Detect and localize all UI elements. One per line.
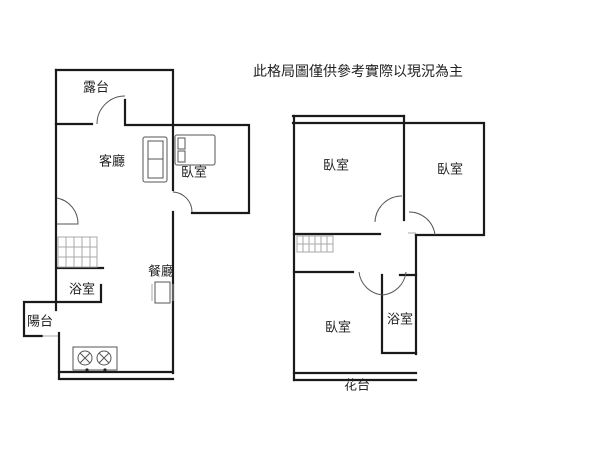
room-label-balcony: 陽台 [27,315,53,330]
lower-floor-plan: 露台 客廳 臥室 餐廳 浴室 陽台 [22,68,251,381]
upper-walls [291,114,486,382]
room-label-living-room: 客廳 [99,154,125,170]
room-label-bedroom-a: 臥室 [323,158,349,174]
stairs-icon [296,235,334,253]
upper-doors [358,195,436,296]
dining-table-icon [151,281,174,304]
room-label-bathroom: 浴室 [69,282,95,298]
room-label-terrace: 露台 [83,81,109,96]
lower-doors [56,95,193,225]
bed-icon [174,134,216,166]
stove-icon [72,346,118,372]
disclaimer-note: 此格局圖僅供參考實際以現況為主 [253,63,463,80]
stairs-icon [57,236,98,268]
upper-floor-plan: 臥室 臥室 臥室 浴室 花台 [291,114,486,394]
room-label-bedroom: 臥室 [181,165,207,181]
room-label-bedroom-c: 臥室 [325,320,351,336]
room-label-bathroom: 浴室 [387,312,413,328]
room-label-dining-room: 餐廳 [148,264,174,280]
sofa-icon [142,136,168,183]
room-label-planter: 花台 [344,378,370,394]
room-label-bedroom-b: 臥室 [437,162,463,178]
